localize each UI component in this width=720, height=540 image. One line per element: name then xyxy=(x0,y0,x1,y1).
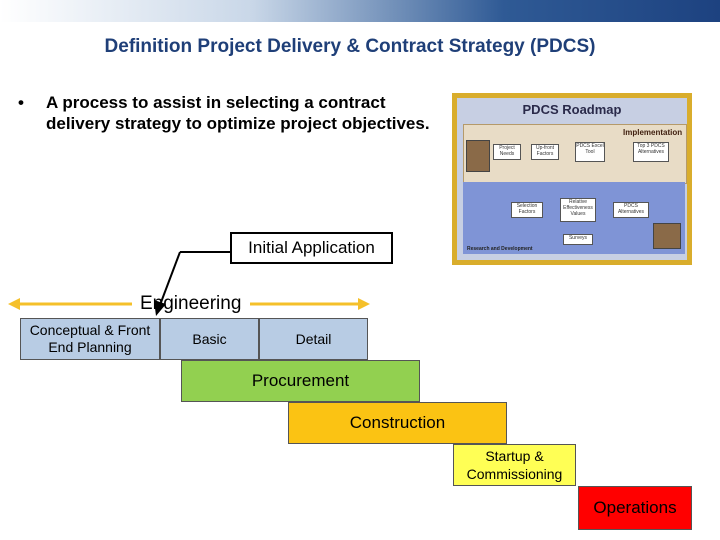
roadmap-box-pdcs-tool: PDCS Excel Tool xyxy=(575,142,605,162)
engineering-label: Engineering xyxy=(140,293,242,314)
roadmap-box-project-needs: Project Needs xyxy=(493,144,521,160)
roadmap-title: PDCS Roadmap xyxy=(522,102,622,117)
phase-basic: Basic xyxy=(160,318,259,360)
roadmap-box-relative: Relative Effectiveness Values xyxy=(560,198,596,222)
bullet-marker: • xyxy=(18,93,24,112)
phase-startup: Startup & Commissioning xyxy=(453,444,576,486)
roadmap-box-surveys: Surveys xyxy=(563,234,593,245)
phase-conceptual: Conceptual & Front End Planning xyxy=(20,318,160,360)
bullet-point: • A process to assist in selecting a con… xyxy=(18,92,438,134)
roadmap-box-alternatives: PDCS Alternatives xyxy=(613,202,649,218)
phase-detail: Detail xyxy=(259,318,368,360)
phase-operations: Operations xyxy=(578,486,692,530)
research-label: Research and Development xyxy=(467,246,533,252)
roadmap-box-up-front: Up-front Factors xyxy=(531,144,559,160)
pdcs-roadmap-image: PDCS Roadmap Implementation Project Need… xyxy=(452,93,692,265)
header-bar xyxy=(0,0,720,22)
phase-procurement: Procurement xyxy=(181,360,420,402)
phase-construction: Construction xyxy=(288,402,507,444)
engineering-arrowhead-right xyxy=(358,298,370,310)
engineering-arrowhead-left xyxy=(8,298,20,310)
bullet-text: A process to assist in selecting a contr… xyxy=(46,93,430,133)
roadmap-panel: PDCS Roadmap Implementation Project Need… xyxy=(457,98,687,260)
roadmap-photo-left xyxy=(466,140,490,172)
initial-application-box: Initial Application xyxy=(230,232,393,264)
roadmap-box-top-alternatives: Top 3 PDCS Alternatives xyxy=(633,142,669,162)
implementation-label: Implementation xyxy=(623,128,683,137)
slide-title: Definition Project Delivery & Contract S… xyxy=(104,36,596,57)
roadmap-photo-right xyxy=(653,223,681,249)
roadmap-box-selection: Selection Factors xyxy=(511,202,543,218)
